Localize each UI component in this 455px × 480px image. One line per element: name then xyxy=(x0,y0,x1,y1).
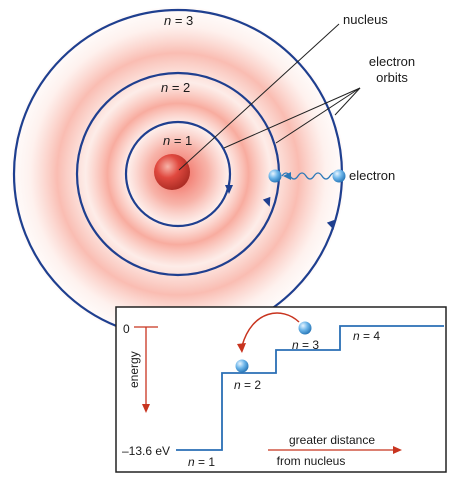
electron-level-3 xyxy=(298,321,312,335)
orbit-label-n1: n = 1 xyxy=(163,133,192,148)
ground-energy-label: –13.6 eV xyxy=(122,444,170,458)
orbit-arrow-n2 xyxy=(262,196,271,207)
electron-incoming xyxy=(332,169,346,183)
photon-arrow-icon xyxy=(283,172,291,180)
orbit-leader-line-1 xyxy=(223,87,361,149)
electron-orbits-label-line1: electron xyxy=(369,54,415,69)
nucleus-leader-line xyxy=(178,23,340,171)
electron-label: electron xyxy=(349,168,395,183)
energy-axis-arrow-icon xyxy=(142,404,150,413)
level-label-n2: n = 2 xyxy=(234,378,261,392)
transition-arc xyxy=(241,312,300,347)
transition-arrow-icon xyxy=(237,343,246,353)
energy-level-steps xyxy=(176,325,444,451)
electron-level-2 xyxy=(235,359,249,373)
nucleus-label: nucleus xyxy=(343,12,388,27)
energy-axis-label: energy xyxy=(127,351,141,388)
orbit-arrow-n3 xyxy=(326,219,335,230)
energy-panel xyxy=(115,306,447,473)
distance-label-line1: greater distance xyxy=(289,433,375,447)
orbit-leader-line-2 xyxy=(275,87,361,144)
orbit-label-n2: n = 2 xyxy=(161,80,190,95)
orbit-arrow-n1 xyxy=(225,185,233,194)
energy-zero-label: 0 xyxy=(123,322,130,336)
orbit-n1 xyxy=(124,120,232,228)
distance-arrow-icon xyxy=(393,446,402,454)
level-label-n4: n = 4 xyxy=(353,329,380,343)
distance-label-line2: from nucleus xyxy=(277,454,346,468)
orbit-leader-line-3 xyxy=(334,87,361,116)
nucleus-sphere xyxy=(154,154,190,190)
orbit-label-n3: n = 3 xyxy=(164,13,193,28)
level-label-n3: n = 3 xyxy=(292,338,319,352)
electron-orbits-label-line2: orbits xyxy=(376,70,408,85)
level-label-n1: n = 1 xyxy=(188,455,215,469)
electron-on-orbit xyxy=(268,169,282,183)
